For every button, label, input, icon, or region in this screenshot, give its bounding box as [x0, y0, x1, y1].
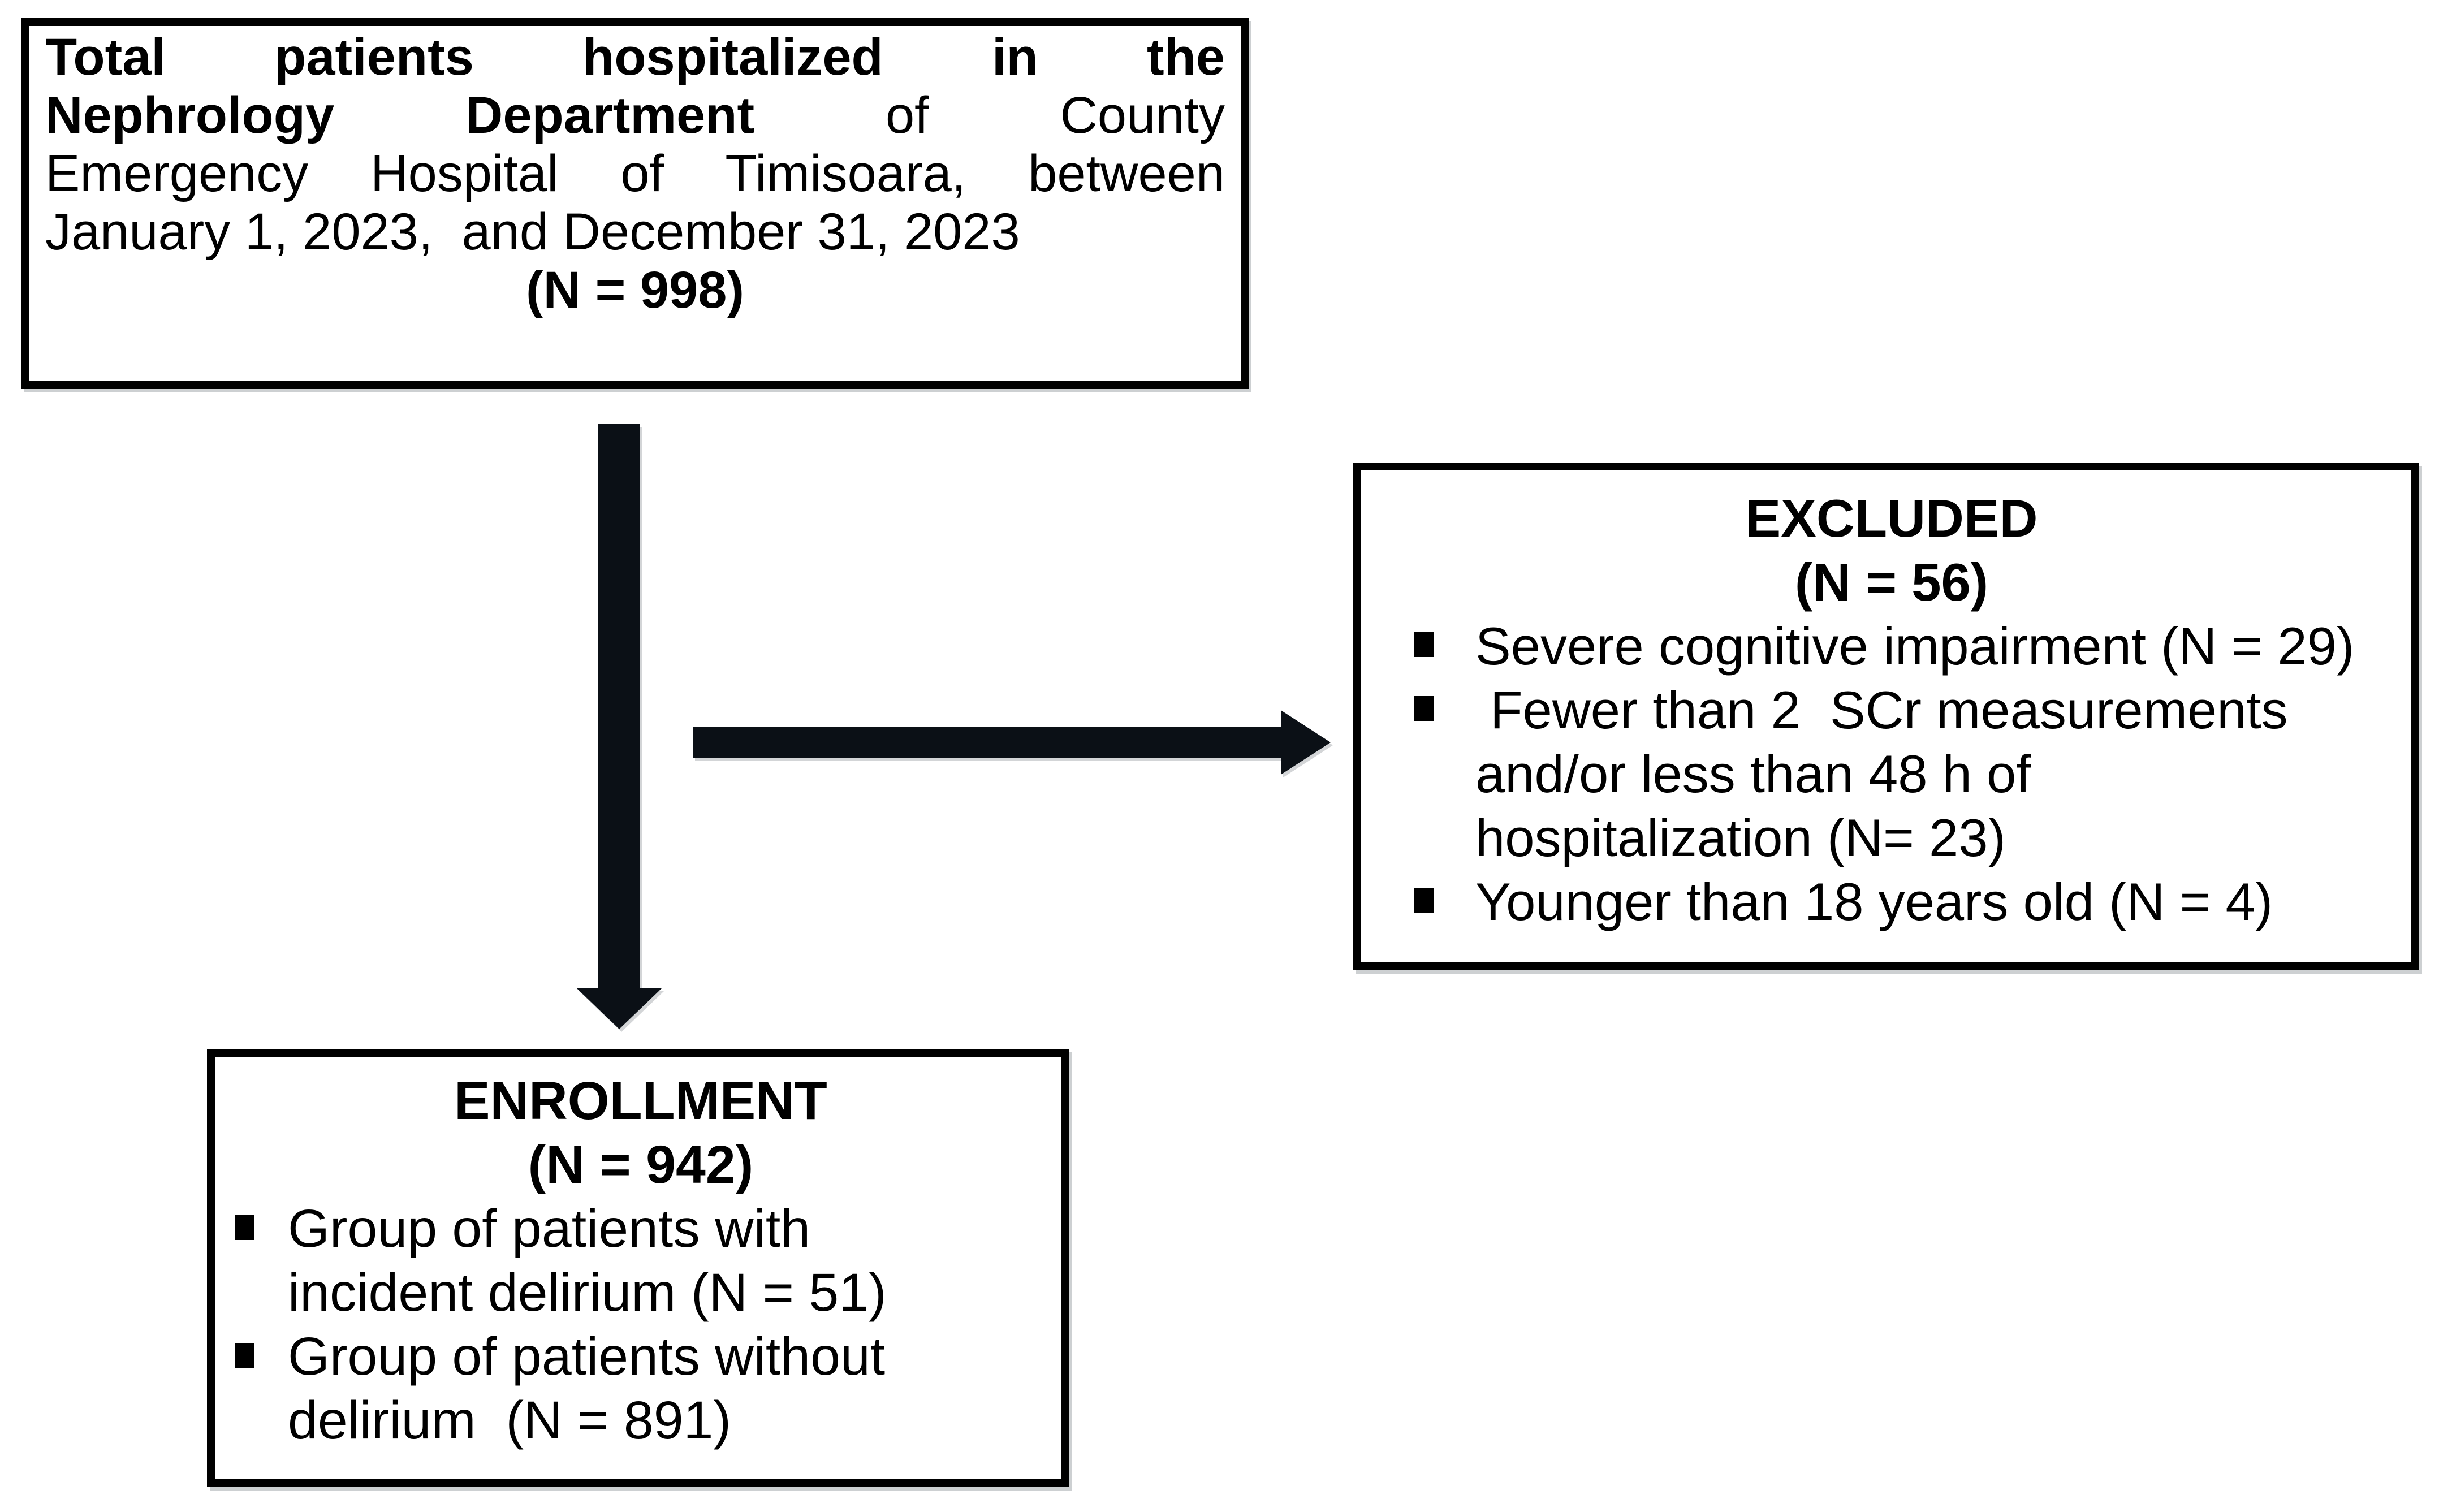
excluded-box: EXCLUDED (N = 56) Severe cognitive impai… [1353, 463, 2419, 970]
down-arrow-shaft [598, 424, 640, 988]
right-arrow-head-icon [1281, 710, 1331, 775]
total-patients-line2-regular: of County [885, 87, 1225, 144]
excluded-title: EXCLUDED [1745, 489, 2038, 548]
list-item: Group of patients with incident delirium… [235, 1197, 1050, 1325]
bullet-square-icon [1414, 696, 1434, 721]
down-arrow-head-icon [577, 988, 662, 1029]
bullet-square-icon [1414, 632, 1434, 657]
enrollment-bullet-list: Group of patients with incident delirium… [232, 1197, 1050, 1453]
right-arrow-shaft [693, 727, 1281, 758]
total-patients-line2-bold: Nephrology Department [45, 87, 755, 144]
list-item: Fewer than 2 SCr measurements and/or les… [1414, 678, 2400, 870]
excluded-bullet-list: Severe cognitive impairment (N = 29) Few… [1383, 614, 2400, 934]
total-patients-line2: Nephrology Department of County [45, 87, 1225, 145]
total-patients-box: Total patients hospitalized in the Nephr… [21, 18, 1249, 389]
bullet-square-icon [235, 1343, 254, 1368]
total-patients-line1: Total patients hospitalized in the [45, 28, 1225, 86]
excluded-count: (N = 56) [1794, 552, 1989, 612]
list-item: Severe cognitive impairment (N = 29) [1414, 614, 2400, 678]
excluded-reason-scr: Fewer than 2 SCr measurements and/or les… [1475, 680, 2288, 867]
list-item: Group of patients without delirium (N = … [235, 1325, 1050, 1453]
bullet-square-icon [235, 1215, 254, 1240]
enrollment-count: (N = 942) [528, 1135, 754, 1195]
total-patients-line4: January 1, 2023, and December 31, 2023 [45, 203, 1020, 261]
bullet-square-icon [1414, 888, 1434, 913]
total-patients-line3: Emergency Hospital of Timisoara, between [45, 145, 1225, 202]
enrollment-title: ENROLLMENT [454, 1071, 827, 1131]
enrollment-group-without-delirium: Group of patients without delirium (N = … [288, 1327, 886, 1450]
excluded-reason-age: Younger than 18 years old (N = 4) [1475, 872, 2273, 931]
enrollment-group-with-delirium: Group of patients with incident delirium… [288, 1199, 887, 1323]
total-patients-count: (N = 998) [525, 261, 745, 319]
excluded-reason-cognitive: Severe cognitive impairment (N = 29) [1475, 616, 2355, 676]
list-item: Younger than 18 years old (N = 4) [1414, 870, 2400, 934]
enrollment-box: ENROLLMENT (N = 942) Group of patients w… [207, 1049, 1069, 1487]
